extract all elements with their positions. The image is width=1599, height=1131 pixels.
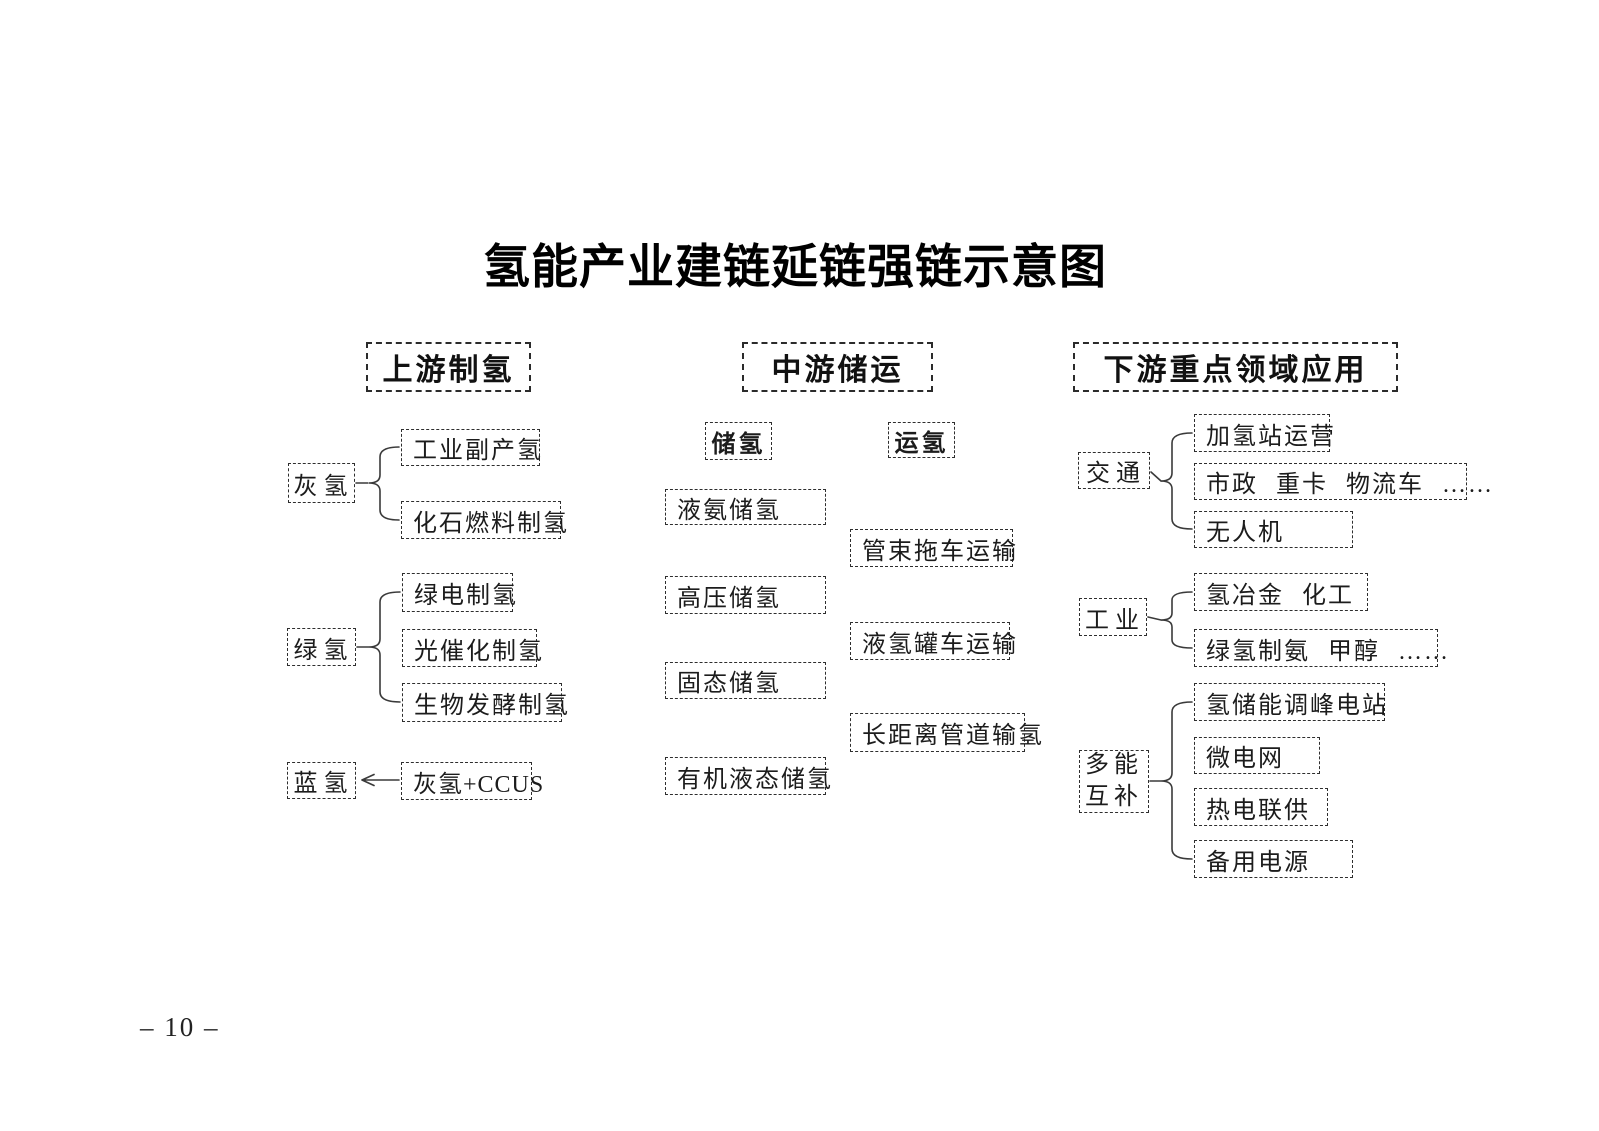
node-green-power-hydrogen: 绿电制氢 bbox=[402, 573, 516, 612]
transport-subheader: 运氢 bbox=[888, 422, 955, 458]
node-solid-state-storage: 固态储氢 bbox=[665, 662, 826, 699]
node-pipeline-hydrogen-transport: 长距离管道输氢 bbox=[850, 713, 1042, 752]
brace-industry bbox=[1147, 591, 1193, 649]
node-municipal-trucks-logistics: 市政 重卡 物流车 …… bbox=[1194, 463, 1492, 500]
node-liquid-ammonia-storage: 液氨储氢 bbox=[665, 489, 826, 525]
node-green-ammonia-methanol: 绿氢制氨 甲醇 …… bbox=[1194, 629, 1448, 667]
node-photocatalytic-hydrogen: 光催化制氢 bbox=[402, 629, 542, 667]
midstream-header: 中游储运 bbox=[742, 342, 933, 392]
page-number: – 10 – bbox=[140, 1012, 220, 1042]
left-arrow-icon bbox=[361, 773, 400, 787]
node-drone: 无人机 bbox=[1194, 511, 1353, 548]
node-blue-hydrogen: 蓝氢 bbox=[287, 762, 356, 799]
node-industrial-byproduct-hydrogen: 工业副产氢 bbox=[401, 429, 541, 466]
node-fossil-fuel-hydrogen: 化石燃料制氢 bbox=[401, 501, 567, 539]
brace-multi-energy bbox=[1149, 701, 1193, 860]
downstream-header: 下游重点领域应用 bbox=[1073, 342, 1398, 392]
node-gray-hydrogen-ccus: 灰氢+CCUS bbox=[401, 762, 543, 800]
node-hydrogen-metallurgy-chemical: 氢冶金 化工 bbox=[1194, 573, 1368, 611]
node-transportation: 交通 bbox=[1078, 452, 1150, 489]
node-multi-energy-complementary: 多能互补 bbox=[1079, 750, 1149, 813]
brace-green-hydrogen bbox=[356, 591, 401, 703]
node-liquid-hydrogen-tanker-transport: 液氢罐车运输 bbox=[850, 622, 1016, 660]
node-backup-power: 备用电源 bbox=[1194, 840, 1353, 878]
diagram-title: 氢能产业建链延链强链示意图 bbox=[483, 242, 1107, 294]
brace-gray-hydrogen bbox=[355, 446, 400, 521]
node-refueling-station-operation: 加氢站运营 bbox=[1194, 414, 1334, 452]
brace-transportation bbox=[1150, 432, 1193, 530]
node-high-pressure-storage: 高压储氢 bbox=[665, 576, 826, 614]
upstream-header: 上游制氢 bbox=[366, 342, 531, 392]
node-microgrid: 微电网 bbox=[1194, 737, 1320, 774]
node-green-hydrogen: 绿氢 bbox=[287, 628, 356, 666]
node-industry: 工业 bbox=[1079, 598, 1147, 636]
node-gray-hydrogen: 灰氢 bbox=[288, 463, 355, 503]
storage-subheader: 储氢 bbox=[705, 422, 772, 460]
node-hydrogen-storage-peaking-plant: 氢储能调峰电站 bbox=[1194, 683, 1386, 721]
node-tube-trailer-transport: 管束拖车运输 bbox=[850, 529, 1016, 567]
node-combined-heat-power: 热电联供 bbox=[1194, 788, 1328, 826]
node-bio-fermentation-hydrogen: 生物发酵制氢 bbox=[402, 683, 568, 722]
node-organic-liquid-storage: 有机液态储氢 bbox=[665, 757, 831, 795]
